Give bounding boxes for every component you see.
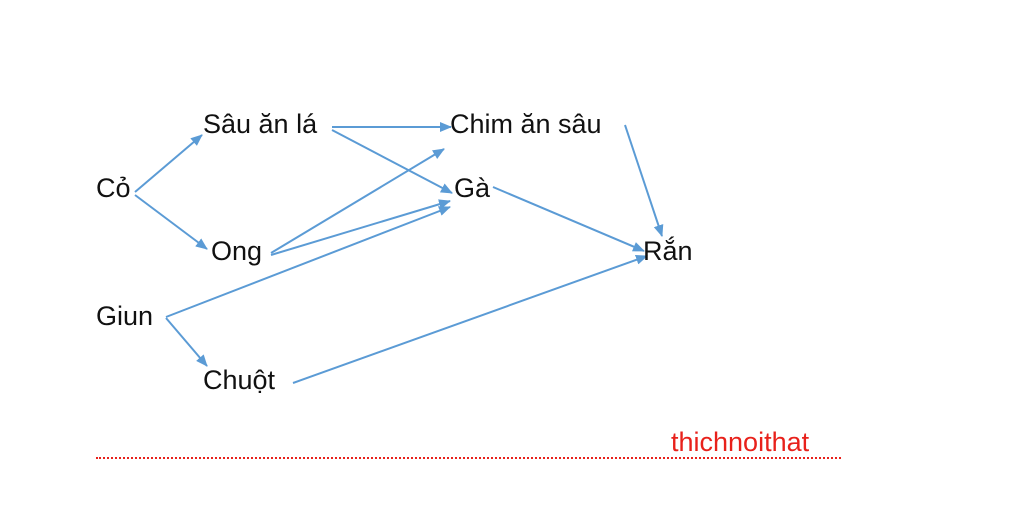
watermark-text: thichnoithat bbox=[671, 427, 810, 457]
node-chim-an-sau: Chim ăn sâu bbox=[450, 109, 602, 139]
arrow-sau-an-la-to-ga bbox=[331, 129, 453, 194]
arrow-ga-to-ran bbox=[492, 186, 645, 252]
node-co: Cỏ bbox=[96, 173, 131, 203]
arrow-chim-an-sau-to-ran bbox=[624, 124, 664, 237]
node-ga: Gà bbox=[454, 173, 491, 203]
node-giun: Giun bbox=[96, 301, 154, 331]
arrow-ong-to-ga bbox=[270, 199, 451, 256]
arrow-giun-to-ga bbox=[165, 206, 451, 318]
node-ong: Ong bbox=[211, 236, 263, 266]
dotted-divider bbox=[96, 457, 841, 459]
node-ran: Rắn bbox=[643, 236, 693, 266]
arrow-co-to-sau-an-la bbox=[134, 134, 203, 193]
arrow-co-to-ong bbox=[134, 194, 208, 250]
node-chuot: Chuột bbox=[203, 365, 276, 395]
arrow-ong-to-chim-an-sau bbox=[270, 148, 445, 254]
node-sau-an-la: Sâu ăn lá bbox=[203, 109, 318, 139]
arrow-chuot-to-ran bbox=[292, 255, 648, 384]
arrow-giun-to-chuot bbox=[165, 317, 208, 367]
